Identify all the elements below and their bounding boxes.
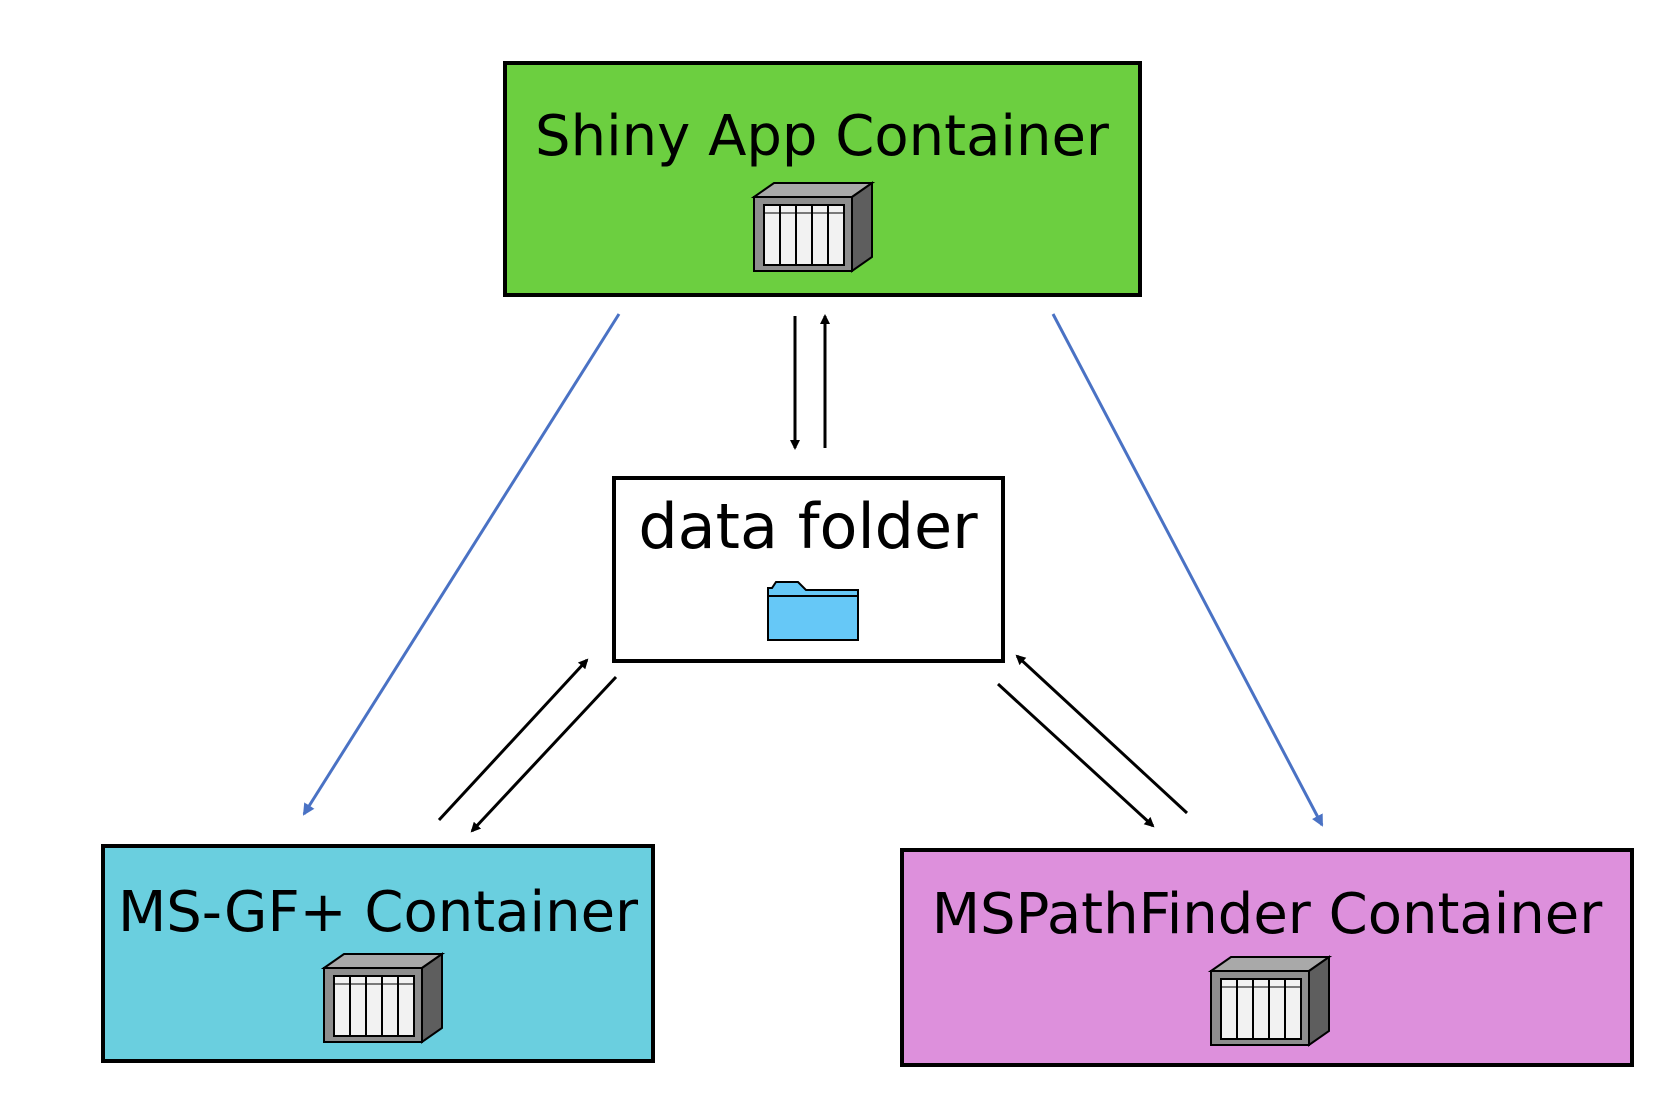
edge-shiny-to-mspath: [1051, 313, 1324, 827]
node-mspathfinder-container: MSPathFinder Container: [900, 848, 1634, 1067]
shiny-label: Shiny App Container: [535, 104, 1110, 169]
msgf-label: MS-GF+ Container: [118, 880, 639, 945]
node-shiny-app-container: Shiny App Container: [503, 61, 1142, 297]
node-msgf-container: MS-GF+ Container: [101, 844, 655, 1063]
server-rack-icon: [753, 182, 873, 272]
server-rack-icon: [1210, 956, 1330, 1046]
node-data-folder: data folder: [612, 476, 1005, 663]
edge-shiny-to-msgf: [302, 313, 621, 816]
server-rack-icon: [323, 953, 443, 1043]
edge-msgf-to-data: [437, 658, 589, 822]
mspathfinder-label: MSPathFinder Container: [932, 882, 1604, 947]
edge-data-to-msgf: [470, 675, 618, 833]
edge-mspath-to-data: [1015, 654, 1189, 815]
edge-data-to-mspath: [996, 682, 1155, 828]
data-folder-label: data folder: [638, 490, 978, 563]
folder-icon: [767, 581, 859, 641]
